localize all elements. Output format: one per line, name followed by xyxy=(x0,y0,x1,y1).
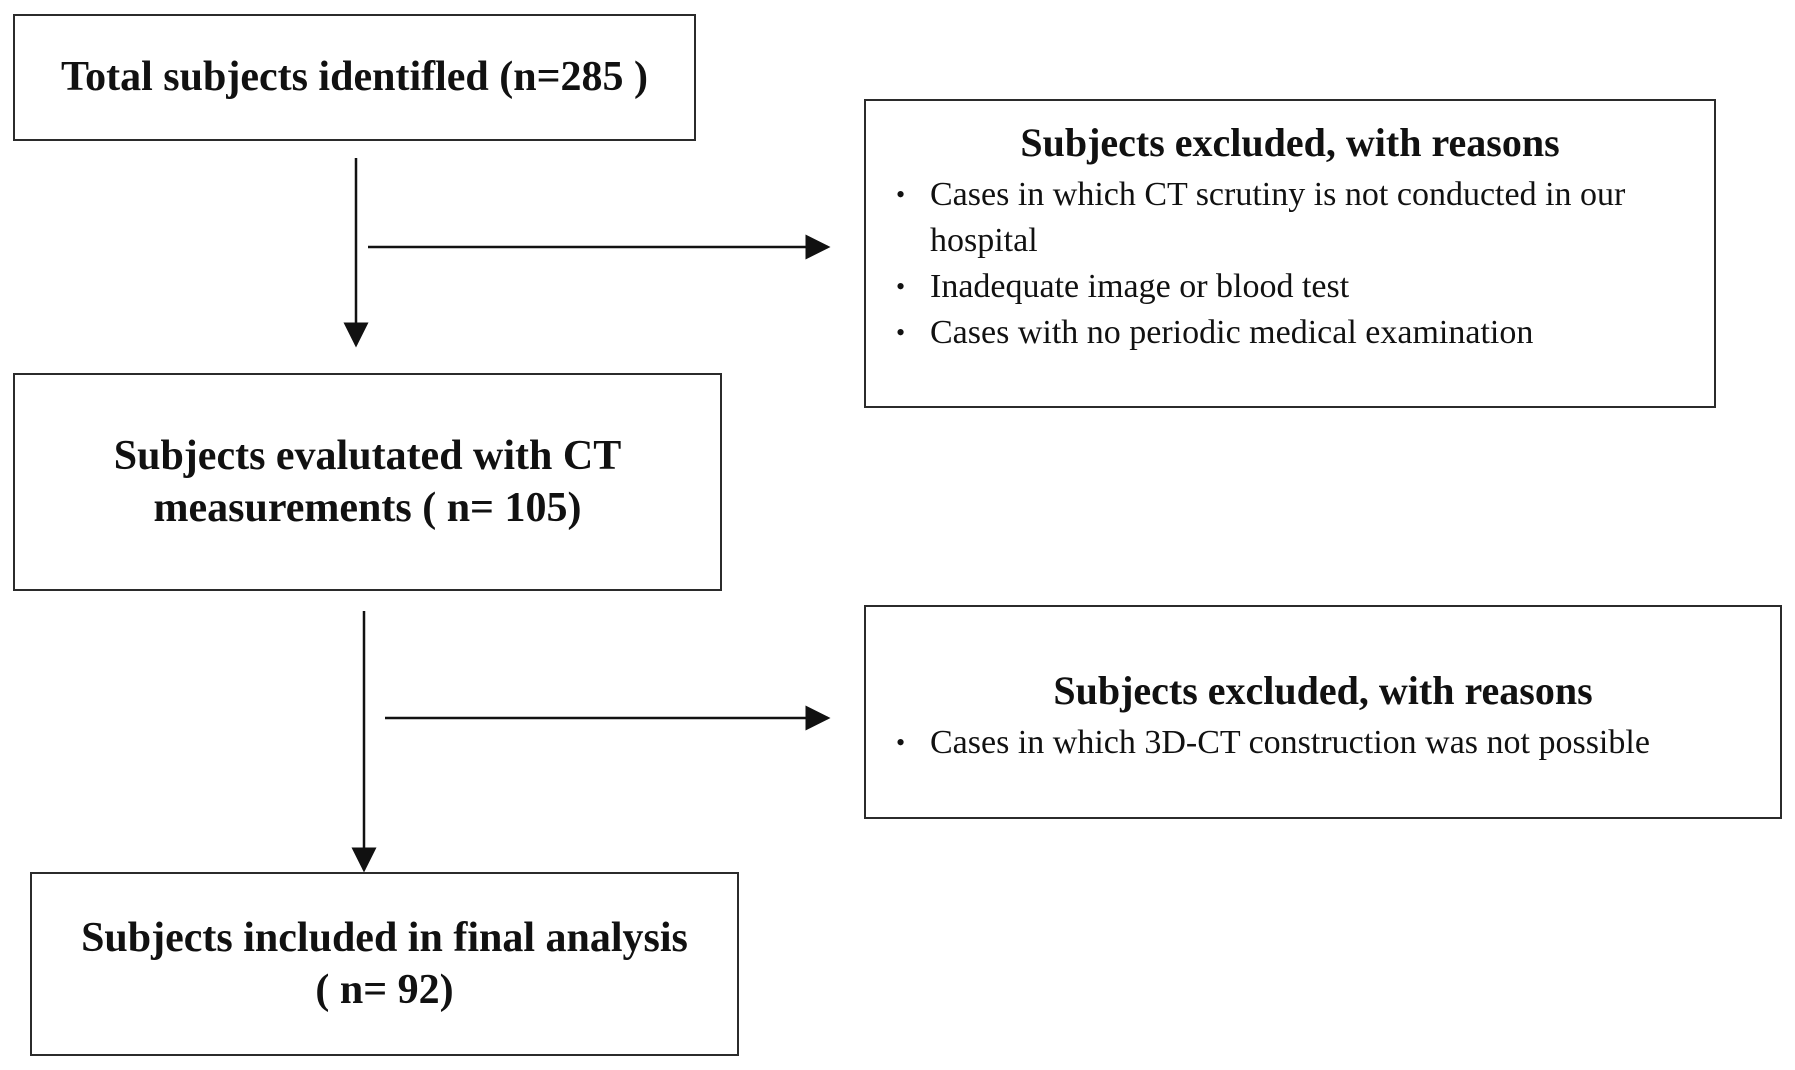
exclusion-1-reason: Cases with no periodic medical examinati… xyxy=(890,310,1690,356)
exclusion-2-title: Subjects excluded, with reasons xyxy=(1053,668,1593,713)
ct-evaluated-box: Subjects evalutated with CT measurements… xyxy=(13,373,722,591)
exclusion-box-1: Subjects excluded, with reasons Cases in… xyxy=(864,99,1716,408)
ct-evaluated-line-2: measurements ( n= 105) xyxy=(153,485,582,531)
exclusion-1-reason: Cases in which CT scrutiny is not conduc… xyxy=(890,172,1690,264)
exclusion-1-reason: Inadequate image or blood test xyxy=(890,264,1690,310)
final-analysis-line-1: Subjects included in final analysis xyxy=(81,914,688,961)
exclusion-1-title: Subjects excluded, with reasons xyxy=(1020,120,1560,165)
exclusion-box-2: Subjects excluded, with reasons Cases in… xyxy=(864,605,1782,819)
final-analysis-box: Subjects included in final analysis ( n=… xyxy=(30,872,739,1056)
exclusion-1-reasons: Cases in which CT scrutiny is not conduc… xyxy=(890,172,1690,356)
ct-evaluated-line-1: Subjects evalutated with CT xyxy=(113,432,622,479)
total-subjects-text: Total subjects identifled (n=285 ) xyxy=(60,54,649,101)
exclusion-2-reason: Cases in which 3D-CT construction was no… xyxy=(890,720,1756,766)
final-analysis-line-2: ( n= 92) xyxy=(315,967,454,1013)
exclusion-2-reasons: Cases in which 3D-CT construction was no… xyxy=(890,720,1756,766)
total-subjects-box: Total subjects identifled (n=285 ) xyxy=(13,14,696,141)
